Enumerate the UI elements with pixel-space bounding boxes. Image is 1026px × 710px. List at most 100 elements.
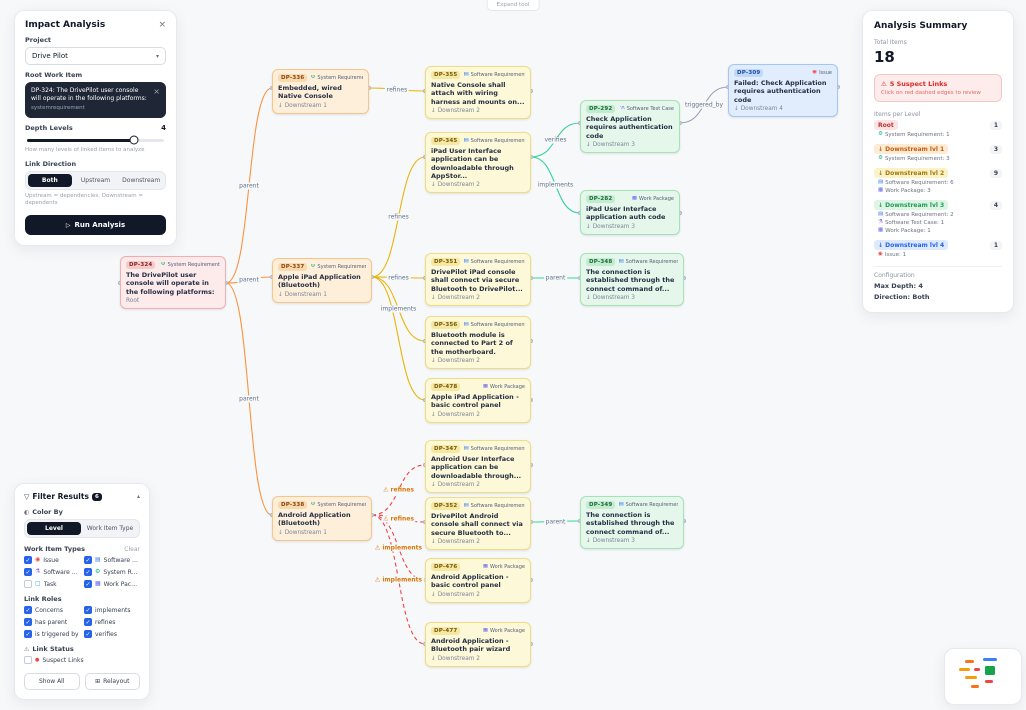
doc-icon: ▤ bbox=[618, 502, 624, 508]
graph-node-dp-336[interactable]: DP-336⚙System RequirementEmbedded, wired… bbox=[272, 69, 369, 114]
color-by-option-work-item-type[interactable]: Work Item Type bbox=[83, 522, 137, 535]
type-filter-system-re[interactable]: ✓⚙System Re... bbox=[84, 568, 140, 576]
role-filter-concerns[interactable]: ✓Concerns bbox=[24, 606, 80, 614]
node-type-label: System Requirement bbox=[317, 75, 363, 81]
checkbox[interactable]: ✓ bbox=[24, 568, 32, 576]
edge-dp-338-dp-347[interactable] bbox=[371, 464, 426, 516]
node-type-label: Work Package bbox=[490, 564, 525, 570]
node-title: iPad User Interface application can be d… bbox=[431, 147, 514, 180]
alert-caption: Click on red dashed edges to review bbox=[881, 90, 981, 96]
direction-option-downstream[interactable]: Downstream bbox=[119, 174, 163, 187]
color-by-option-level[interactable]: Level bbox=[27, 522, 81, 535]
link-roles-label: Link Roles bbox=[24, 595, 62, 603]
checkbox[interactable] bbox=[24, 580, 32, 588]
clear-types-button[interactable]: Clear bbox=[124, 545, 140, 553]
checkbox[interactable]: ✓ bbox=[84, 618, 92, 626]
role-filter-is-triggered-by[interactable]: ✓is triggered by bbox=[24, 630, 80, 638]
close-icon[interactable]: × bbox=[158, 20, 166, 30]
project-select[interactable]: Drive Pilot ▾ bbox=[25, 47, 166, 65]
node-title: iPad User Interface application auth cod… bbox=[586, 205, 666, 222]
items-per-level-label: Items per Level bbox=[874, 111, 921, 118]
edge-dp-336-dp-355[interactable] bbox=[368, 87, 426, 92]
node-level-label: ↓ Downstream 3 bbox=[586, 294, 635, 301]
type-filter-task[interactable]: ▢Task bbox=[24, 580, 80, 588]
type-filter-software-r[interactable]: ✓▤Software R... bbox=[84, 556, 140, 564]
edge-dp-324-dp-336[interactable] bbox=[225, 87, 273, 284]
edge-dp-337-dp-345[interactable] bbox=[371, 156, 426, 278]
level-count-badge: 3 bbox=[989, 144, 1002, 154]
role-filter-implements[interactable]: ✓implements bbox=[84, 606, 140, 614]
checkbox[interactable]: ✓ bbox=[24, 556, 32, 564]
checkbox[interactable]: ✓ bbox=[84, 568, 92, 576]
gear-icon: ⚙ bbox=[310, 75, 316, 81]
checkbox[interactable]: ✓ bbox=[24, 630, 32, 638]
root-work-item-chip[interactable]: DP-324: The DrivePilot user console will… bbox=[25, 82, 166, 118]
collapse-chevron-icon[interactable]: ▴ bbox=[136, 493, 140, 500]
edge-dp-337-dp-356[interactable] bbox=[371, 276, 426, 342]
node-level-label: ↓ Downstream 2 bbox=[431, 107, 480, 114]
checkbox[interactable]: ✓ bbox=[24, 606, 32, 614]
node-type-label: System Requirement bbox=[317, 502, 366, 508]
checkbox[interactable]: ✓ bbox=[84, 630, 92, 638]
checkbox[interactable] bbox=[24, 656, 32, 664]
node-type: ⚙System Requirement bbox=[310, 75, 363, 81]
type-filter-issue[interactable]: ✓◉Issue bbox=[24, 556, 80, 564]
checkbox[interactable]: ✓ bbox=[24, 618, 32, 626]
edge-dp-345-dp-282[interactable] bbox=[530, 156, 581, 214]
logo-bar bbox=[971, 685, 979, 688]
role-filter-refines[interactable]: ✓refines bbox=[84, 618, 140, 626]
node-type-label: System Requirement bbox=[317, 264, 366, 270]
edge-dp-345-dp-292[interactable] bbox=[530, 122, 581, 158]
checkbox[interactable]: ✓ bbox=[84, 606, 92, 614]
edge-dp-337-dp-351[interactable] bbox=[371, 276, 426, 279]
direction-option-upstream[interactable]: Upstream bbox=[74, 174, 118, 187]
node-type: ▦Work Package bbox=[483, 564, 525, 570]
remove-root-item-icon[interactable]: × bbox=[153, 87, 160, 96]
edge-dp-338-dp-476[interactable] bbox=[371, 514, 426, 581]
relayout-button[interactable]: ⊞ Relayout bbox=[84, 673, 140, 690]
node-level-label: ↓ Downstream 1 bbox=[278, 102, 327, 109]
node-title: DrivePilot Android console shall connect… bbox=[431, 512, 523, 537]
edge-dp-337-dp-478[interactable] bbox=[371, 276, 426, 401]
checkbox[interactable]: ✓ bbox=[84, 580, 92, 588]
depth-slider-thumb[interactable] bbox=[129, 135, 139, 145]
role-filter-verifies[interactable]: ✓verifies bbox=[84, 630, 140, 638]
depth-slider[interactable] bbox=[27, 135, 164, 145]
level-type-text: Work Package: 1 bbox=[885, 228, 931, 234]
checkbox[interactable]: ✓ bbox=[84, 556, 92, 564]
edge-dp-324-dp-338[interactable] bbox=[225, 282, 273, 516]
link-status-filter-suspect-links[interactable]: ●Suspect Links bbox=[24, 656, 140, 664]
edge-dp-338-dp-477[interactable] bbox=[371, 514, 426, 645]
edge-dp-292-dp-309[interactable] bbox=[679, 86, 729, 124]
edge-dp-352-dp-349[interactable] bbox=[530, 520, 581, 523]
type-filter-work-packa[interactable]: ✓▦Work Packa... bbox=[84, 580, 140, 588]
suspect-links-alert[interactable]: ⚠ 5 Suspect Links Click on red dashed ed… bbox=[874, 74, 1002, 102]
type-filter-software-t[interactable]: ✓⚗Software T... bbox=[24, 568, 80, 576]
total-items-value: 18 bbox=[874, 48, 895, 66]
role-filter-has-parent[interactable]: ✓has parent bbox=[24, 618, 80, 626]
run-analysis-button[interactable]: ▷ Run Analysis bbox=[25, 215, 166, 236]
root-work-item-subtext: systemrequirement bbox=[31, 105, 85, 112]
direction-option-both[interactable]: Both bbox=[28, 173, 72, 187]
show-all-button[interactable]: Show All bbox=[24, 673, 80, 690]
canvas-toolbar-pill[interactable]: Expand tool bbox=[486, 0, 540, 11]
